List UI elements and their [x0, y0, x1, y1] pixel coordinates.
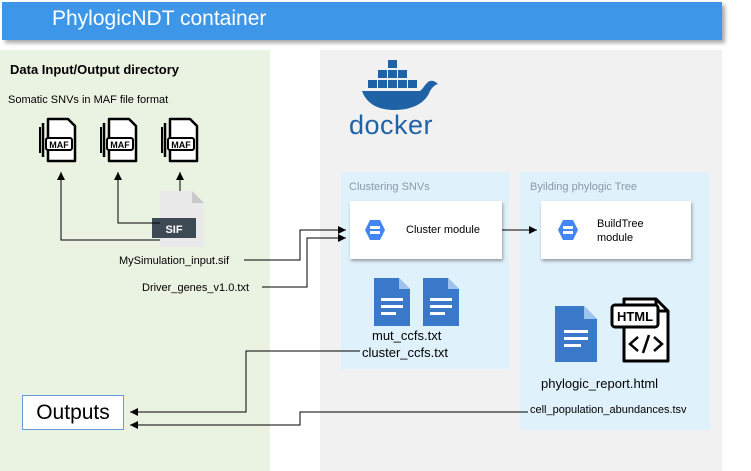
maf-file-icon: MAF: [100, 116, 138, 169]
sif-to-maf1-arrow: [57, 172, 160, 241]
io-directory-title: Data Input/Output directory: [10, 62, 179, 77]
ccfs-to-outputs-arrow: [130, 350, 360, 416]
svg-text:SIF: SIF: [165, 224, 182, 236]
snv-maf-label: Somatic SNVs in MAF file format: [8, 94, 169, 106]
html-file-icon: HTML: [610, 295, 672, 370]
svg-text:HTML: HTML: [617, 309, 653, 324]
maf-file-icon: MAF: [161, 116, 199, 169]
build-tree-caption: Byilding phylogic Tree: [530, 181, 638, 193]
cluster-module-label: Cluster module: [406, 224, 480, 236]
mut-ccfs-file-icon: [374, 278, 410, 331]
report-file-label: phylogic_report.html: [541, 376, 659, 391]
cluster-ccfs-file-label: cluster_ccfs.txt: [362, 345, 448, 360]
clustering-caption: Clustering SNVs: [349, 181, 430, 193]
docker-wordmark: docker: [349, 110, 434, 140]
svg-text:MAF: MAF: [171, 140, 191, 150]
cluster-ccfs-file-icon: [423, 278, 459, 331]
sif-to-cluster-arrow: [244, 226, 346, 261]
sif-to-maf2-arrow: [114, 172, 160, 224]
maf-file-icon: MAF: [39, 116, 77, 169]
title-bar: [2, 2, 722, 40]
svg-text:MAF: MAF: [49, 140, 69, 150]
buildtree-module-label-line1: BuildTree: [597, 218, 644, 230]
driver-genes-file-label: Driver_genes_v1.0.txt: [142, 282, 249, 294]
cell-population-file-label: cell_population_abundances.tsv: [530, 404, 687, 416]
docker-whale-icon: [360, 60, 440, 117]
buildtree-module-label-line2: module: [597, 232, 634, 244]
abundances-to-outputs-arrow: [130, 411, 528, 429]
svg-text:MAF: MAF: [110, 140, 130, 150]
diagram-title: PhylogicNDT container: [52, 7, 267, 30]
outputs-box: Outputs: [22, 395, 124, 430]
sif-file-icon: SIF: [152, 191, 206, 254]
report-doc-icon: [555, 306, 597, 367]
cluster-module-icon: [364, 219, 386, 241]
buildtree-module-icon: [557, 219, 579, 241]
sif-file-label: MySimulation_input.sif: [119, 255, 230, 267]
mut-ccfs-file-label: mut_ccfs.txt: [372, 328, 442, 343]
driver-to-cluster-arrow: [262, 234, 346, 288]
